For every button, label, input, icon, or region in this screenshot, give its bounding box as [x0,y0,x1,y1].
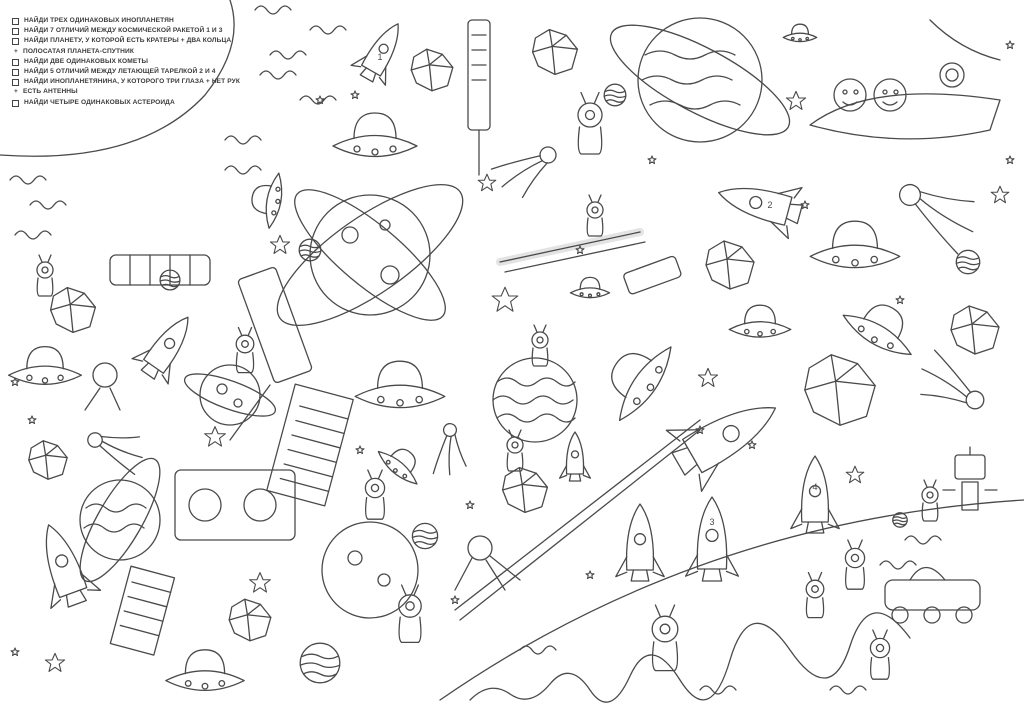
task-item-rocket-differences: Найди 7 отличий между космической ракето… [12,26,242,36]
task-item-striped-satellite: + полосатая планета-спутник [12,47,242,57]
task-item-four-asteroids: Найди четыре одинаковых астероида [12,98,242,108]
task-text: Найди 5 отличий между летающей тарелкой … [24,68,216,76]
task-item-three-aliens: Найди трех одинаковых инопланетян [12,16,242,26]
task-checkbox[interactable] [12,18,19,25]
task-item-three-eyed-alien: Найди инопланетянина, у которого три гла… [12,77,242,87]
task-checkbox[interactable] [12,69,19,77]
task-text: есть антенны [23,88,78,96]
task-item-antennae: + есть антенны [12,87,242,97]
task-text: полосатая планета-спутник [23,47,134,55]
task-checkbox[interactable] [12,28,19,36]
task-text: Найди две одинаковых кометы [24,57,149,65]
task-checkbox[interactable] [12,79,19,87]
task-text: Найди планету, у которой есть кратеры + … [24,37,232,45]
plus-icon: + [14,47,18,55]
task-checkbox[interactable] [12,38,19,46]
rocket-1-number: 1 [377,52,382,62]
rocket-4-number: 4 [812,482,817,492]
rocket-3-number: 3 [709,517,714,527]
task-item-two-comets: Найди две одинаковых кометы [12,57,242,67]
task-checkbox[interactable] [12,58,19,66]
task-text: Найди 7 отличий между космической ракето… [24,27,223,35]
task-item-cratered-planet: Найди планету, у которой есть кратеры + … [12,36,242,46]
rocket-2-number: 2 [767,200,772,210]
task-text: Найди инопланетянина, у которого три гла… [24,78,240,86]
task-checkbox[interactable] [12,99,19,107]
task-text: Найди четыре одинаковых астероида [24,98,175,106]
task-list: Найди трех одинаковых инопланетян Найди … [12,16,242,108]
task-text: Найди трех одинаковых инопланетян [24,17,174,24]
plus-icon: + [14,88,18,96]
task-item-saucer-differences: Найди 5 отличий между летающей тарелкой … [12,67,242,77]
